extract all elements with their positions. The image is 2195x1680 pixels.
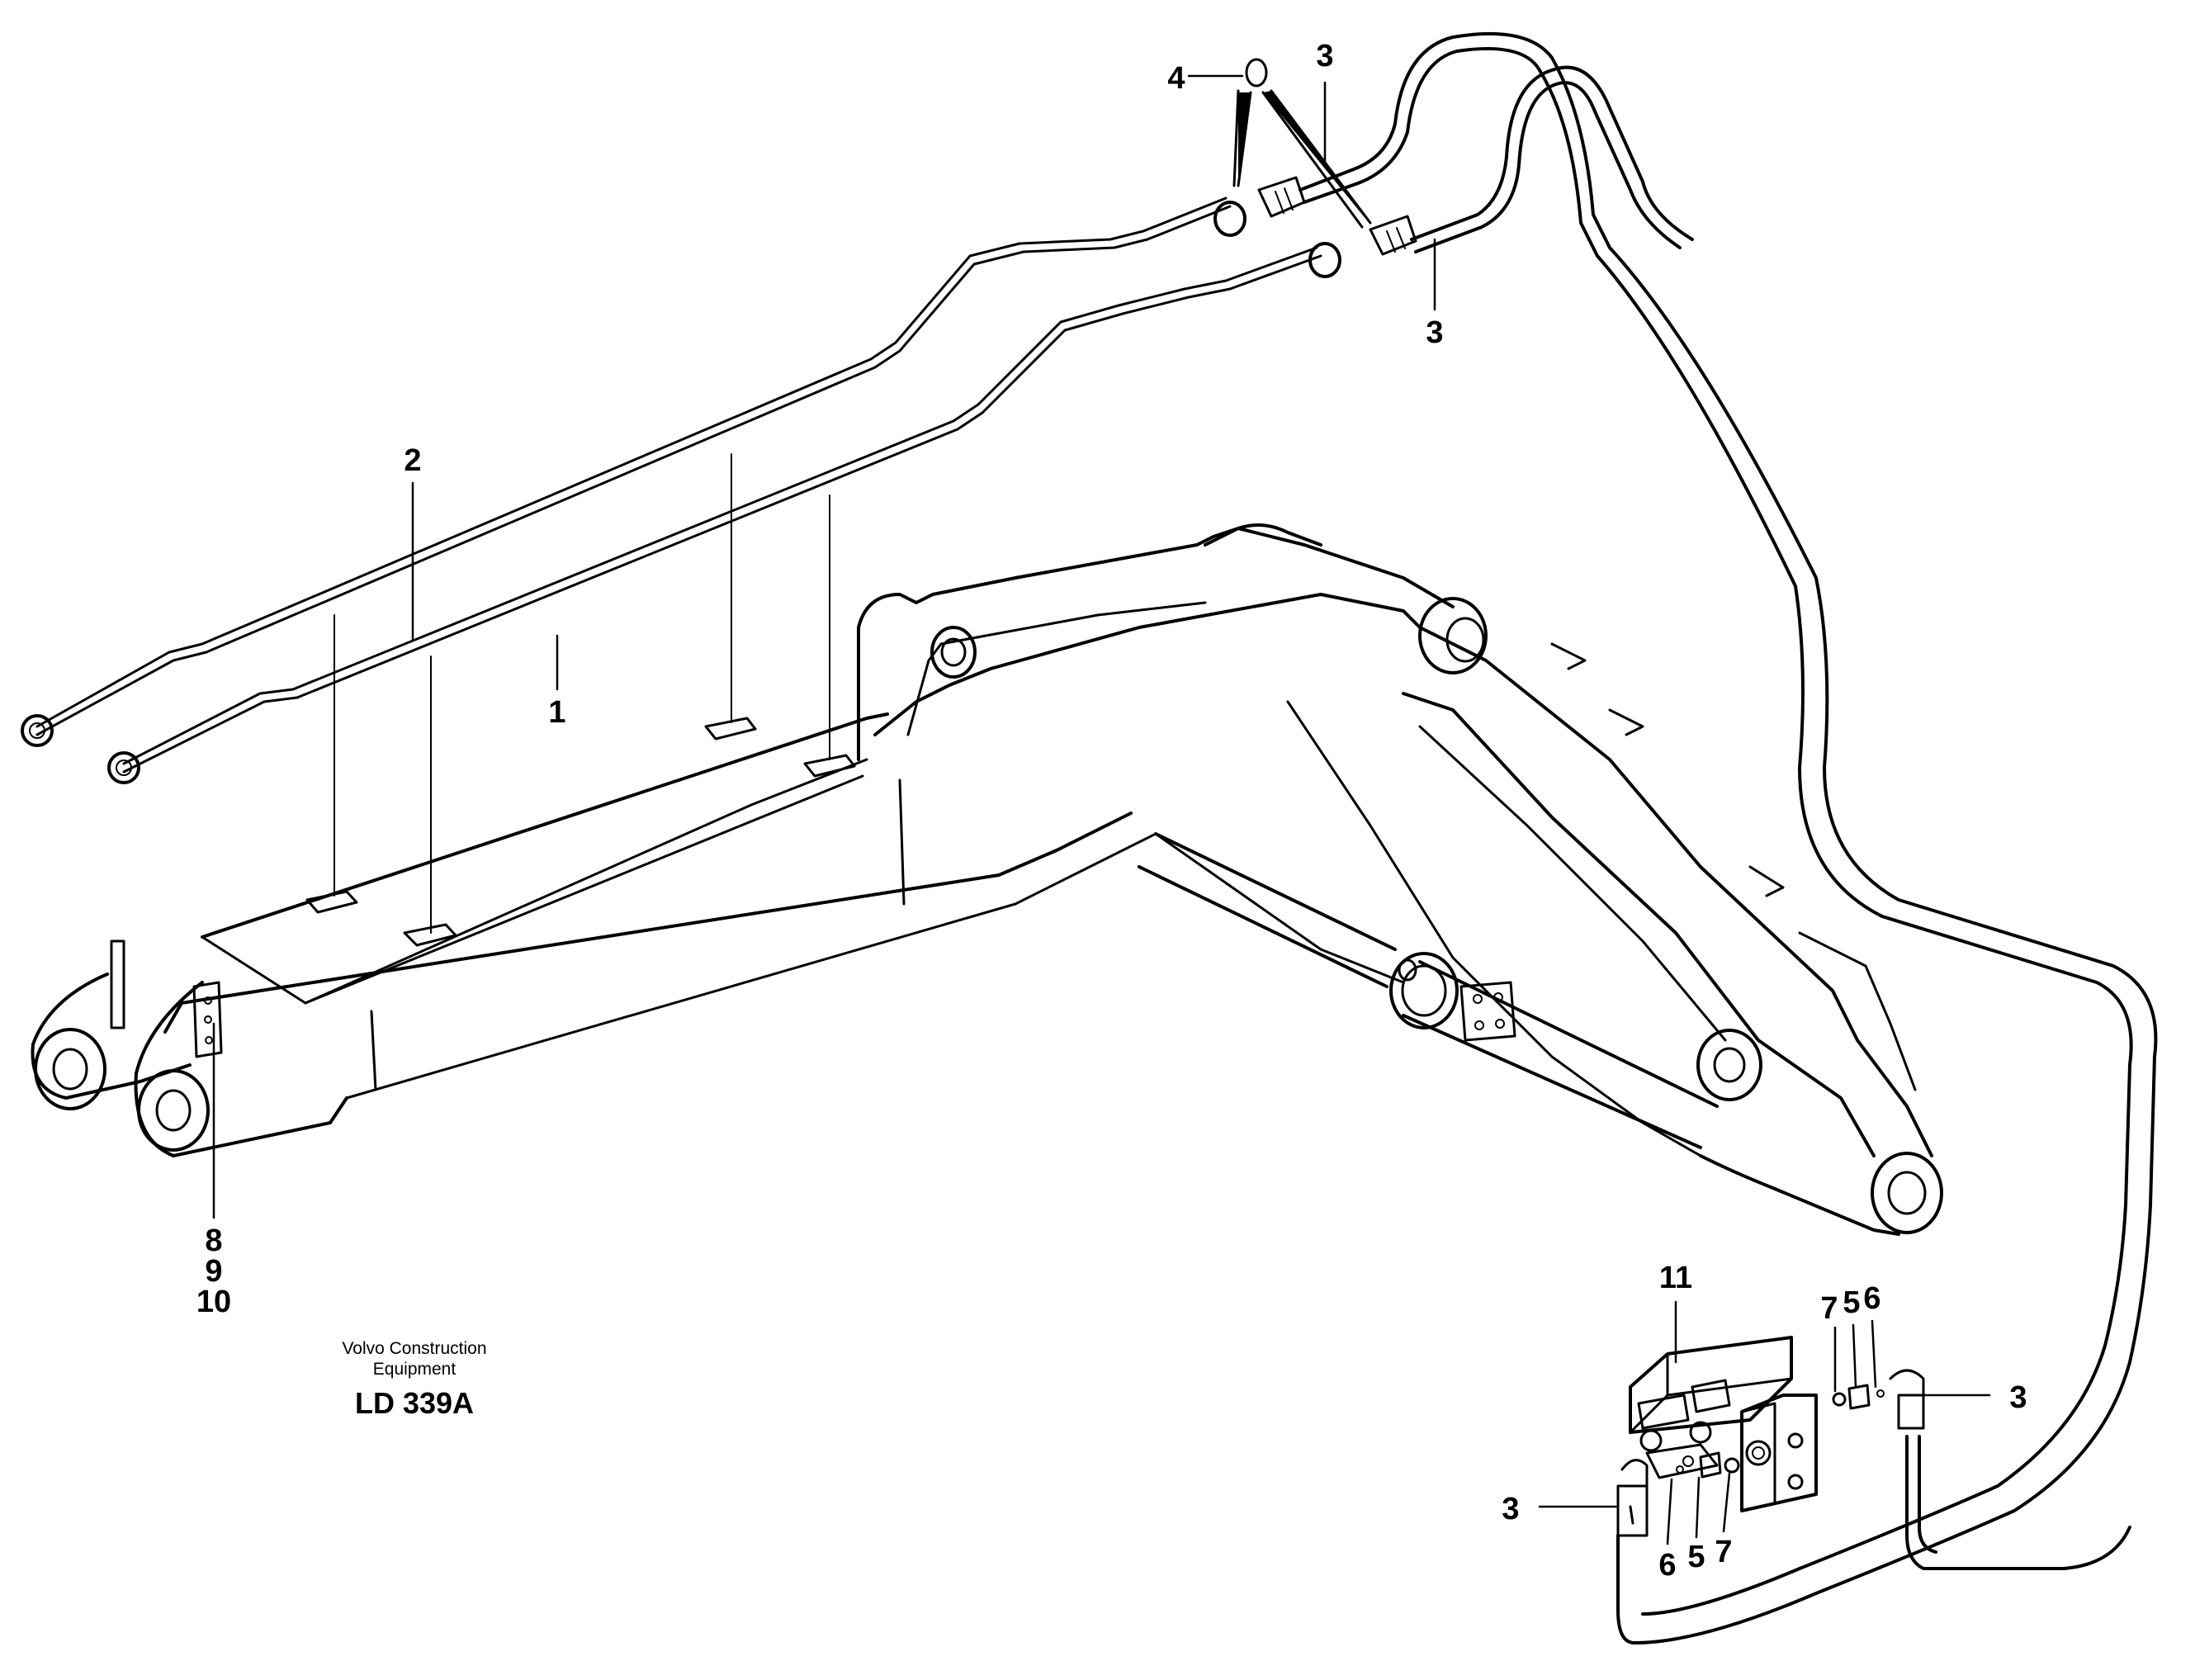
callout-10: 10: [196, 1285, 231, 1319]
callout-8: 8: [205, 1223, 222, 1258]
callout-6-right: 6: [1863, 1281, 1880, 1316]
callout-2: 2: [404, 443, 421, 478]
boom-structure: [31, 523, 1943, 1236]
hoses: [1299, 31, 2158, 1645]
tube-1: [122, 254, 1322, 774]
callout-3-top: 3: [1316, 39, 1333, 73]
callout-1: 1: [548, 695, 565, 730]
callout-3-mid: 3: [1426, 315, 1443, 350]
drawing-footer: Volvo Construction Equipment LD 339A: [342, 1339, 486, 1420]
callout-labels: 2 1 4 3 3 8 9 10 11 7 5 6 3 3 6 5 7: [196, 39, 2027, 1583]
callout-5-right: 5: [1843, 1285, 1860, 1320]
o-ring-4: [1232, 58, 1372, 229]
drawing-id: LD 339A: [355, 1386, 474, 1420]
tube-clips: [305, 453, 856, 947]
company-line-1: Volvo Construction: [342, 1339, 486, 1358]
valve-block-11: [1629, 1336, 1885, 1512]
callout-3-left: 3: [1502, 1492, 1519, 1526]
callout-6-lower: 6: [1658, 1548, 1676, 1583]
callout-11: 11: [1659, 1261, 1692, 1295]
callout-4: 4: [1167, 61, 1185, 96]
callout-7-right: 7: [1820, 1291, 1838, 1326]
callout-3-right: 3: [2009, 1380, 2027, 1415]
callout-5-lower: 5: [1687, 1540, 1705, 1574]
callout-7-lower: 7: [1715, 1535, 1732, 1569]
hydraulic-tubes: [21, 176, 1417, 784]
tube-2: [35, 205, 1232, 736]
company-line-2: Equipment: [373, 1360, 457, 1379]
callout-9: 9: [205, 1254, 222, 1289]
leader-lines: [212, 74, 1991, 1545]
